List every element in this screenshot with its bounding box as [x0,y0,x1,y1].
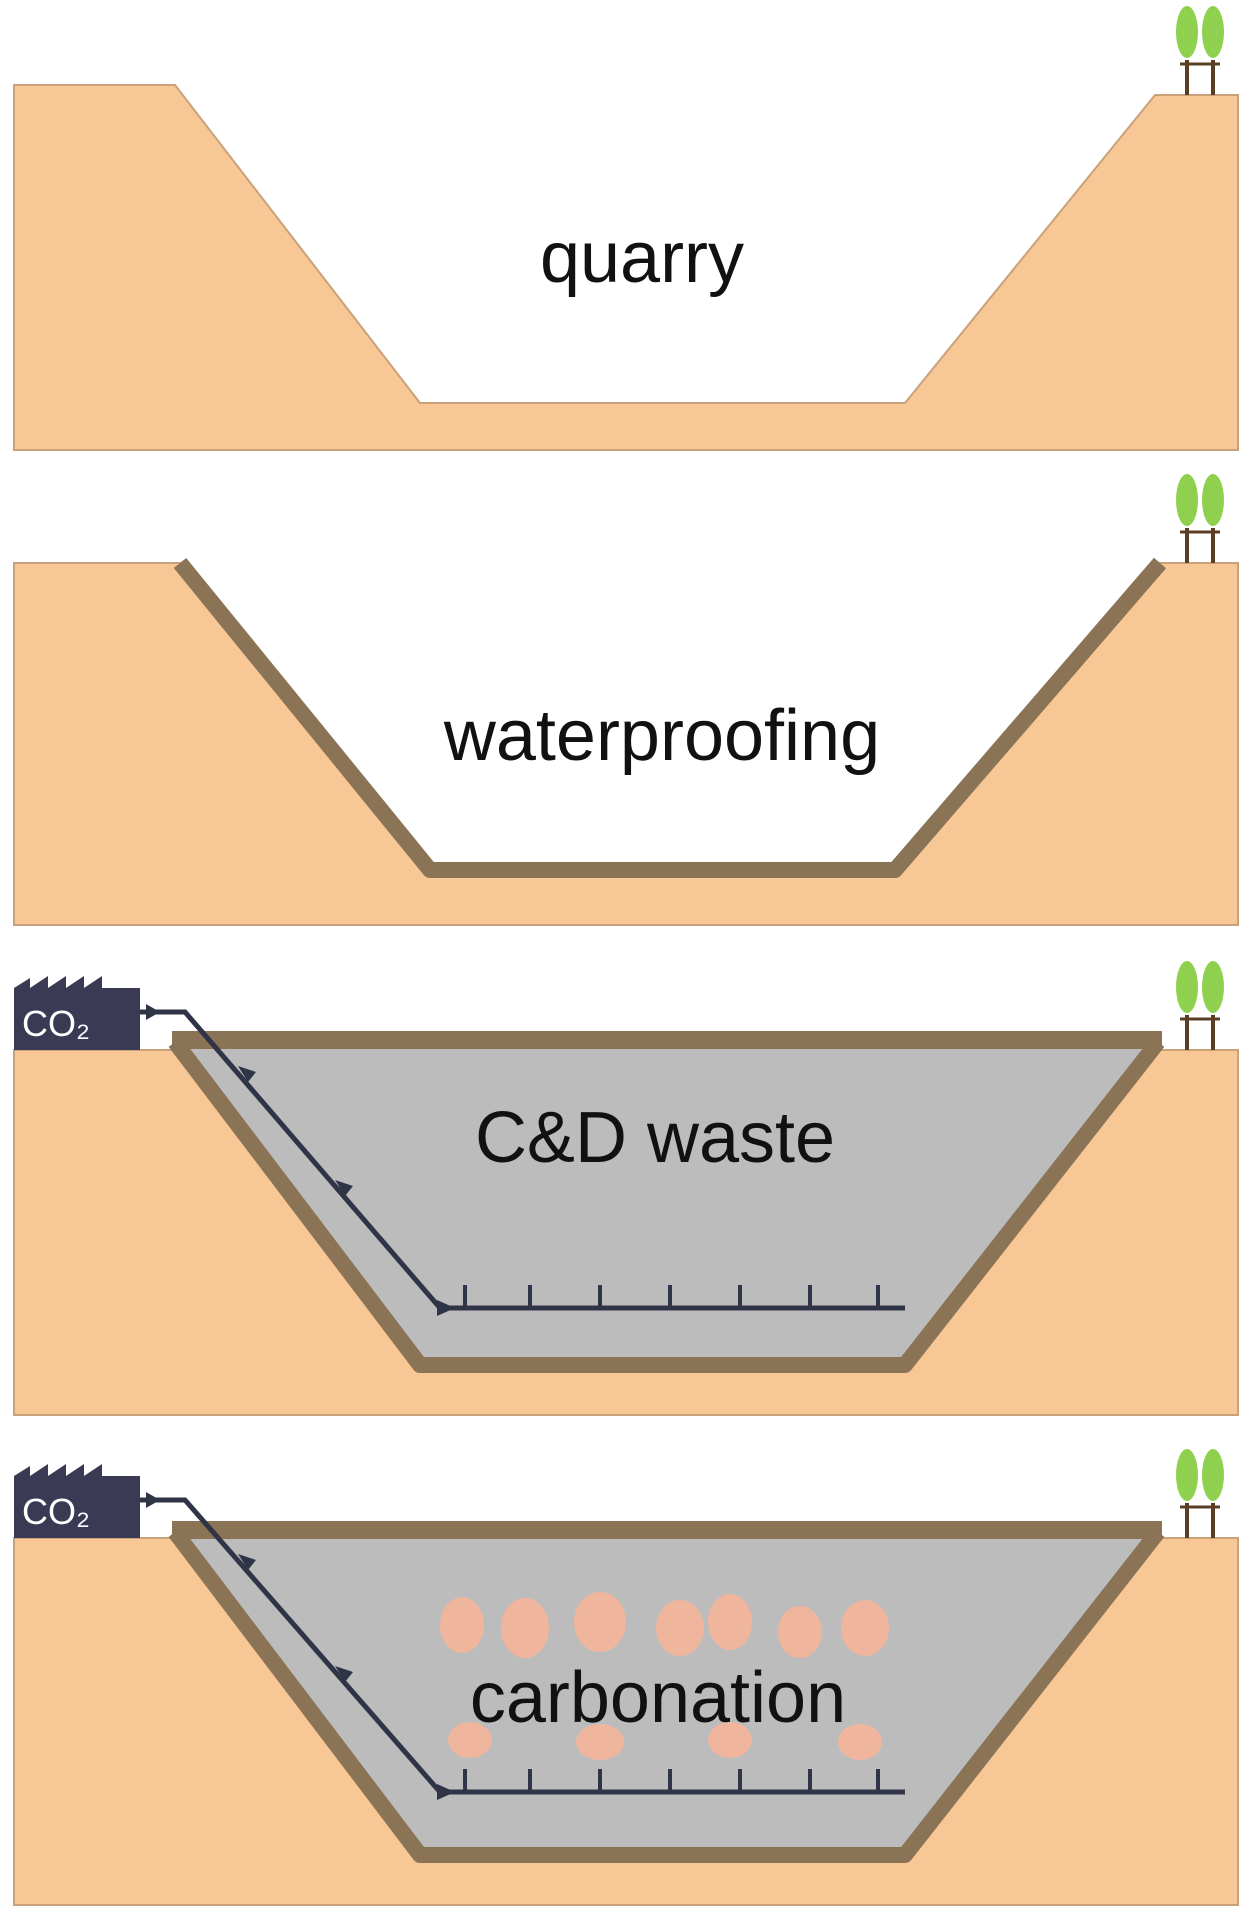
pipe-vents [463,1285,880,1308]
quarry-soil [13,84,1239,451]
panel-label-quarry: quarry [540,218,744,298]
tree-icon [1176,6,1224,95]
cd-waste-liner [168,1037,1165,1373]
panel-cd-waste: CO₂ C&D waste [13,961,1239,1416]
carbonation-blobs [440,1592,889,1760]
waterproofing-liner [173,557,1167,878]
co2-pipe [140,1004,905,1316]
co2-pipe [140,1492,905,1800]
panel-label-carbonation: carbonation [470,1658,846,1738]
panel-quarry: quarry [13,6,1239,451]
panel-carbonation: CO₂ carbonation [13,1449,1239,1906]
panel-label-cd-waste: C&D waste [475,1098,835,1178]
co2-label: CO₂ [22,1491,90,1532]
tree-icon [1176,961,1224,1050]
carbonation-liner [168,1527,1165,1863]
co2-label: CO₂ [22,1003,90,1044]
panel-label-waterproofing: waterproofing [443,696,880,776]
pipe-vents [463,1769,880,1792]
factory-icon: CO₂ [14,1464,140,1538]
tree-icon [1176,474,1224,563]
factory-icon: CO₂ [14,976,140,1050]
panel-waterproofing: waterproofing [13,474,1239,926]
tree-icon [1176,1449,1224,1538]
